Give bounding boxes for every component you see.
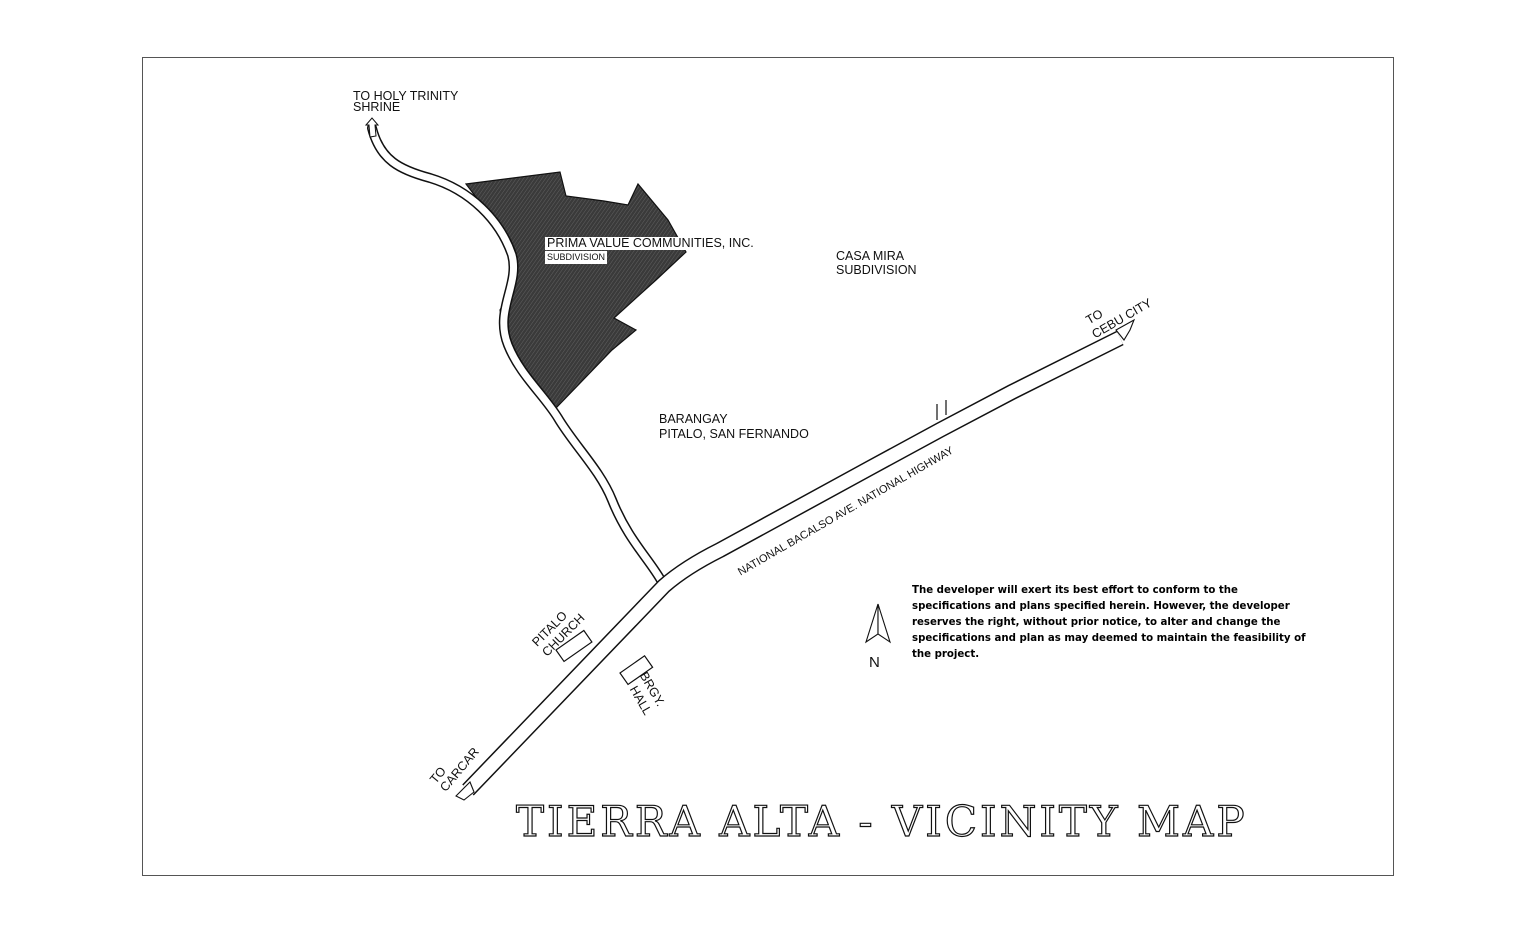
map-title: TIERRA ALTA - VICINITY MAP	[515, 796, 1248, 846]
casa-mira-label: CASA MIRA	[836, 249, 905, 263]
holy-trinity-label-2: SHRINE	[353, 100, 401, 114]
carcar-arrow	[455, 781, 475, 801]
national-highway	[462, 330, 1124, 796]
prima-sub-label: SUBDIVISION	[545, 251, 608, 264]
prima-label: PRIMA VALUE COMMUNITIES, INC.	[545, 236, 756, 250]
barangay-label-2: PITALO, SAN FERNANDO	[659, 427, 809, 441]
side-road	[367, 123, 667, 587]
disclaimer-text: The developer will exert its best effort…	[912, 585, 1306, 660]
subdivision-parcel	[464, 171, 687, 409]
barangay-label: BARANGAY	[659, 412, 728, 426]
holy-trinity-arrow	[364, 117, 380, 138]
cebu-arrow	[1115, 318, 1136, 341]
map-frame	[142, 57, 1394, 876]
casa-mira-label-2: SUBDIVISION	[836, 263, 917, 277]
north-label: N	[869, 654, 880, 671]
pitalo-church-building	[555, 629, 593, 663]
north-arrow-icon	[865, 603, 891, 644]
brgy-hall-building	[619, 654, 654, 686]
holy-trinity-label: TO HOLY TRINITY	[353, 89, 459, 103]
